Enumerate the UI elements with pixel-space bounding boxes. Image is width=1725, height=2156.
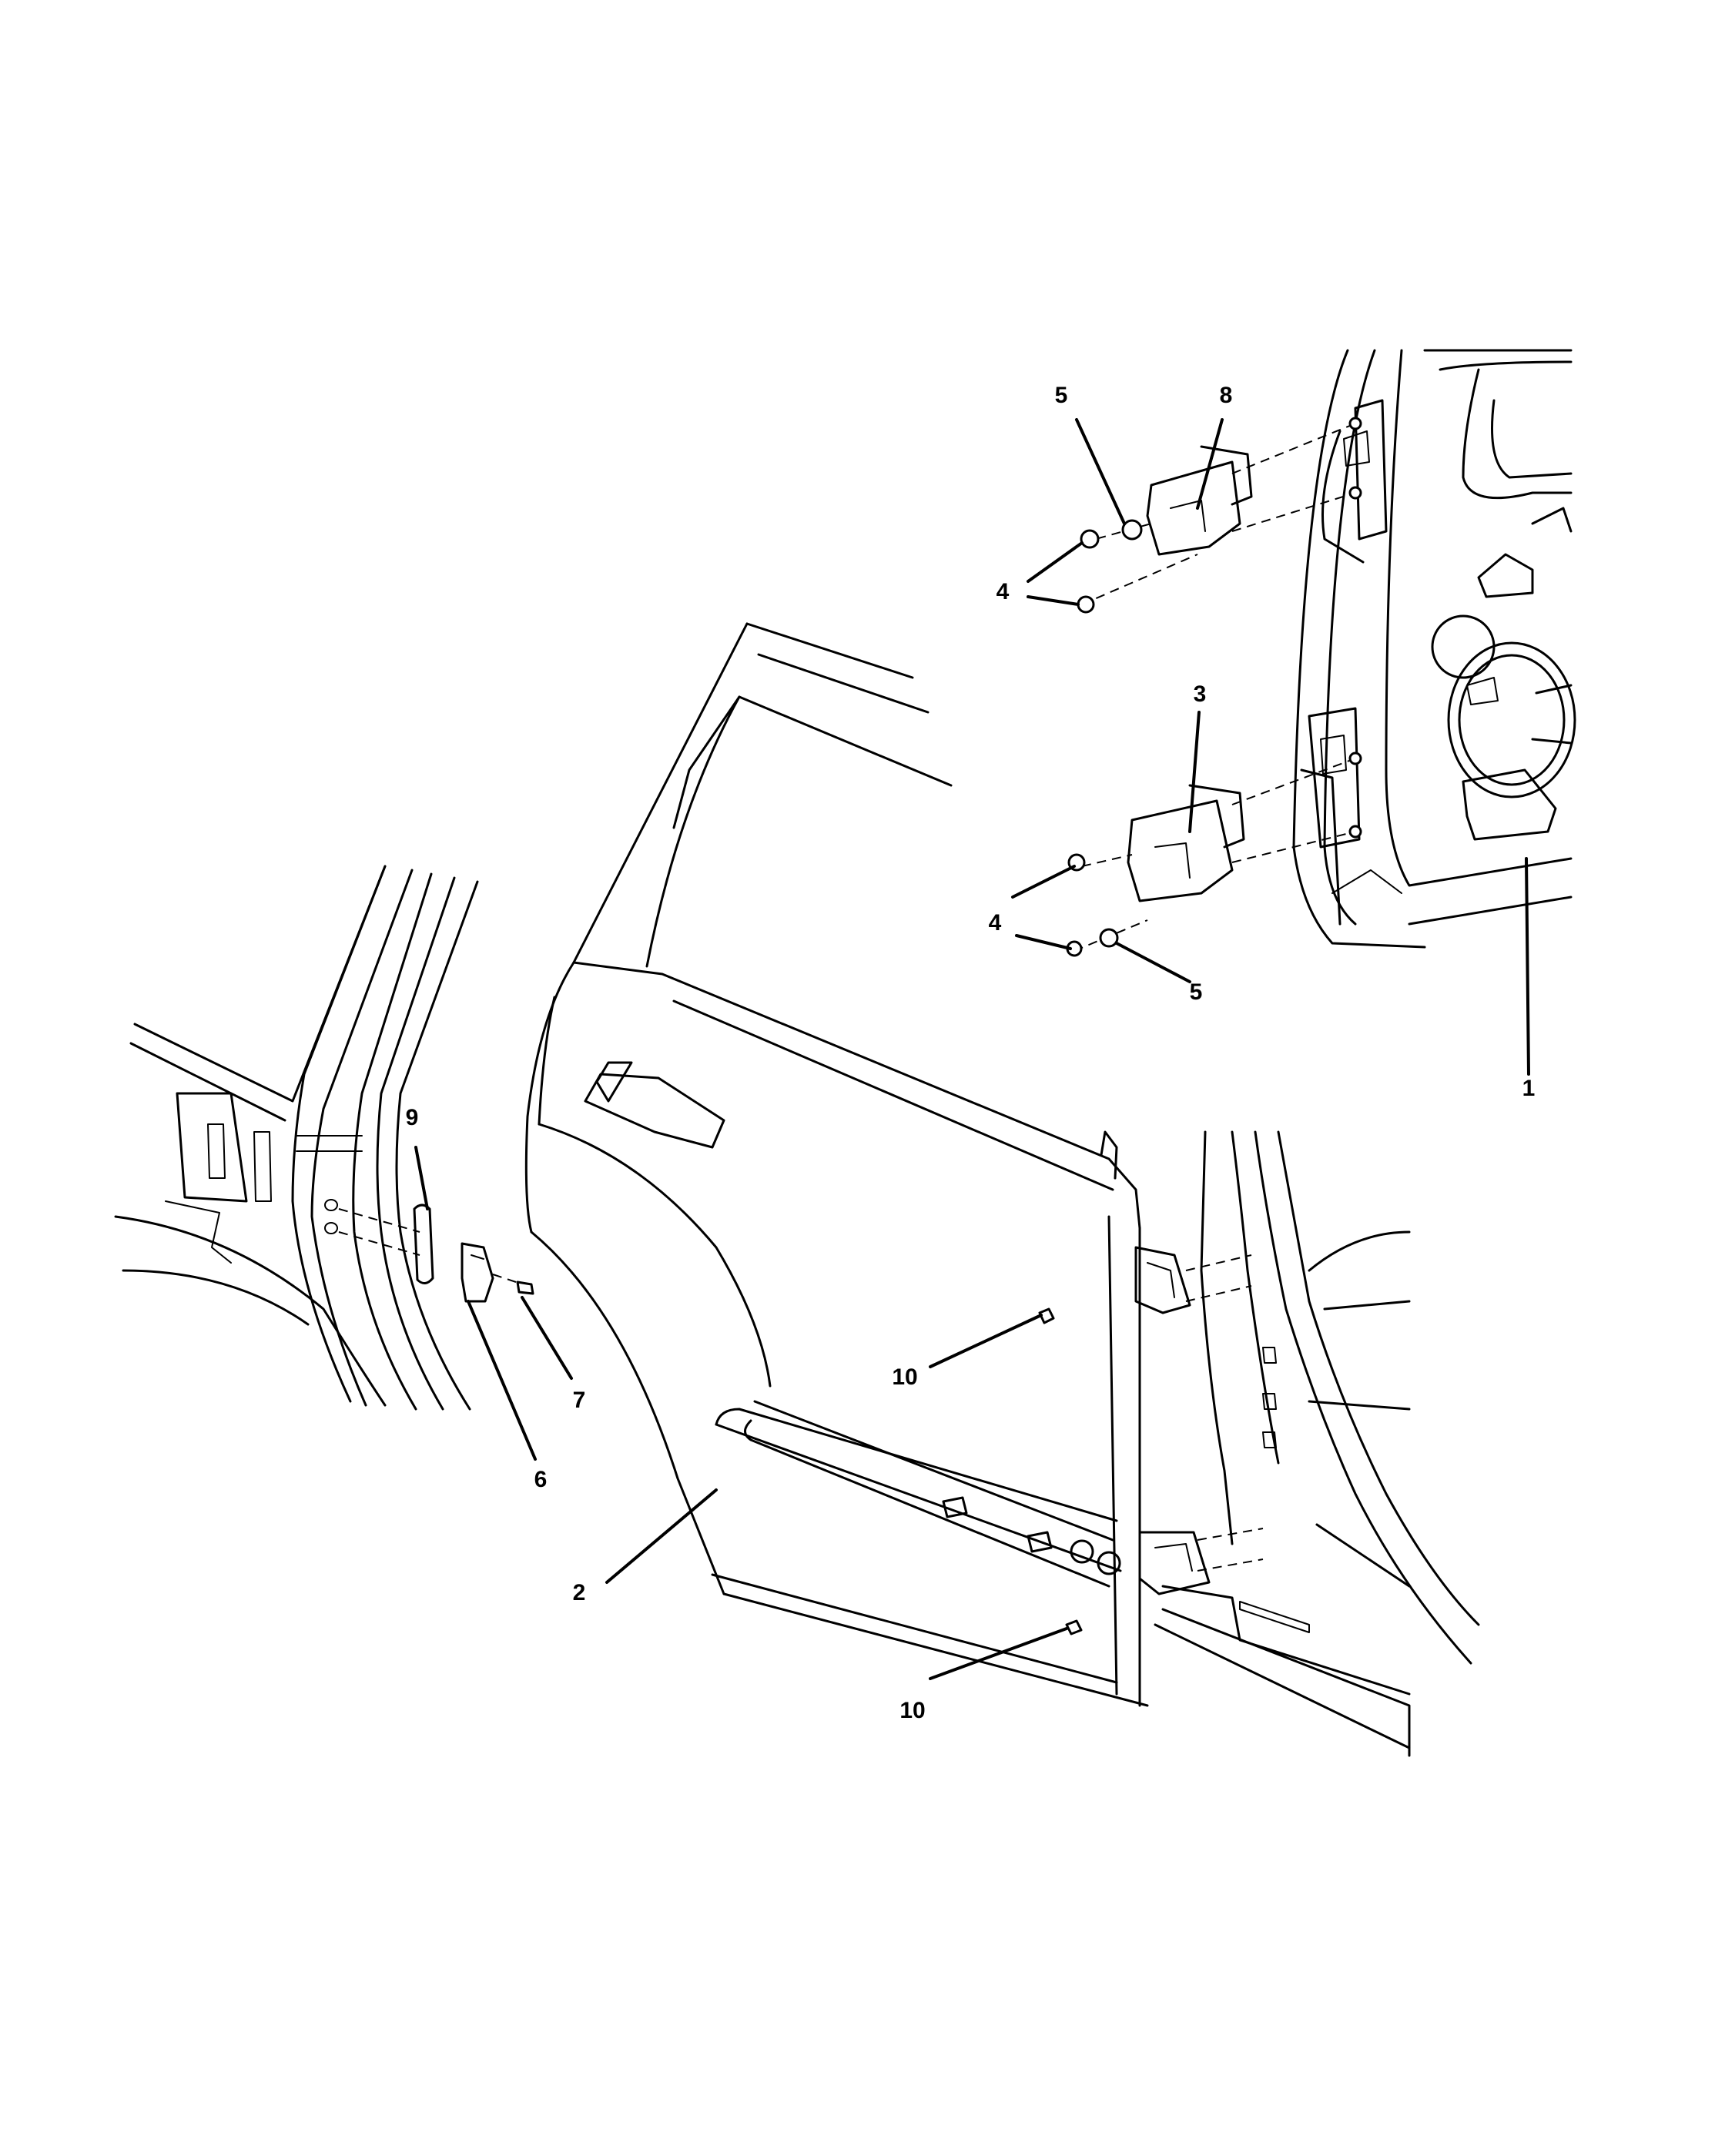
- callout-4-lower: 4: [989, 910, 1002, 936]
- callout-10-upper: 10: [892, 1364, 917, 1390]
- callout-2: 2: [573, 1580, 586, 1605]
- body-hinge-upper: [1077, 417, 1362, 614]
- door-inner-panel: [1292, 349, 1576, 949]
- body-hinge-lower: [1066, 752, 1362, 957]
- callout-labels: 1 2 3 4 4 5 5 6 7 8 9 10 10: [406, 383, 1536, 1723]
- leader-lines: [414, 418, 1530, 1680]
- callout-9: 9: [406, 1105, 419, 1130]
- callout-1: 1: [1522, 1076, 1536, 1101]
- hinge-bolts: [1038, 1307, 1083, 1635]
- callout-10-lower: 10: [899, 1698, 925, 1723]
- striker-assembly: [338, 1204, 534, 1303]
- callout-5-upper: 5: [1055, 383, 1068, 408]
- callout-4-upper: 4: [996, 579, 1010, 604]
- body-b-pillar-left: [114, 865, 479, 1411]
- callout-3: 3: [1194, 681, 1207, 707]
- rear-door-shell: [524, 622, 1149, 1707]
- body-pillar-lower-right: [1154, 1130, 1480, 1757]
- callout-8: 8: [1220, 383, 1233, 408]
- callout-5-lower: 5: [1190, 979, 1203, 1005]
- callout-7: 7: [573, 1388, 586, 1413]
- callout-6: 6: [534, 1467, 548, 1492]
- door-hinge-lower: [1138, 1528, 1264, 1595]
- door-hinge-upper: [1134, 1246, 1252, 1314]
